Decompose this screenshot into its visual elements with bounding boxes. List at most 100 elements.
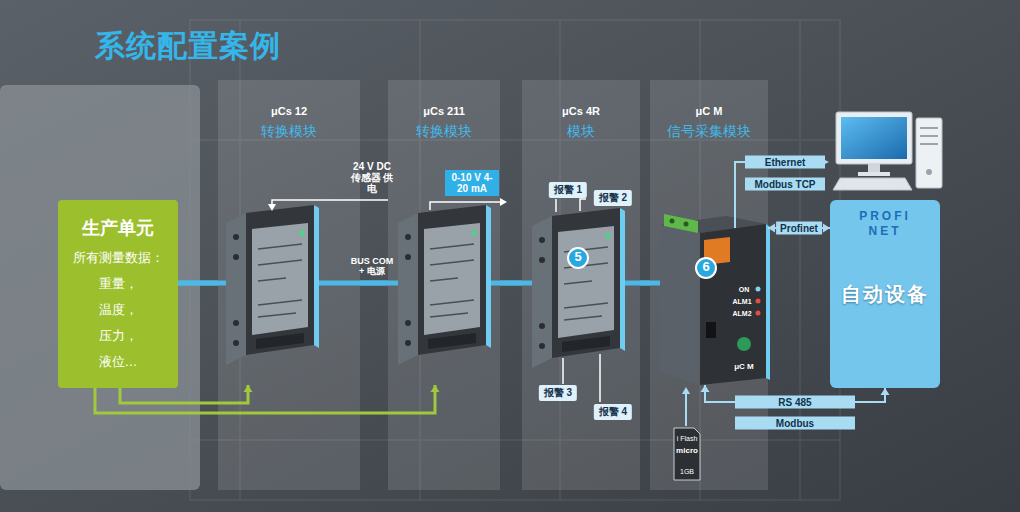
alarm-label: 报警 1 (549, 182, 587, 198)
leader-line (562, 358, 564, 384)
acquisition-device (664, 214, 698, 233)
computer-icon (858, 172, 890, 176)
card-text: micro (676, 446, 698, 455)
connector (95, 385, 440, 413)
column-panel (388, 80, 500, 490)
acquisition-device (756, 287, 761, 292)
acquisition-device (706, 322, 716, 338)
bus-note: BUS COM + 电源 (349, 256, 395, 277)
computer-icon (841, 117, 907, 159)
connector-line (95, 385, 435, 413)
module-title: 转换模块 (416, 122, 472, 140)
sd-card (674, 428, 700, 480)
module-model: μCs 12 (271, 104, 307, 118)
logo-text: NET (869, 224, 902, 238)
arrow-head (682, 387, 690, 394)
computer-icon (836, 112, 912, 164)
alarm-label: 报警 2 (594, 190, 632, 206)
leader-line (272, 200, 388, 205)
module-device (398, 205, 491, 365)
edge-label: RS 485 (735, 396, 855, 409)
module-model: μC M (696, 104, 723, 118)
measurement-item: 温度， (99, 297, 138, 323)
alarm-label: 报警 3 (539, 385, 577, 401)
diagram-title: 系统配置案例 (95, 26, 281, 67)
computer-icon (833, 178, 912, 190)
connector (640, 283, 650, 284)
acquisition-device (670, 219, 675, 224)
module-device (532, 208, 625, 368)
left-panel (0, 85, 200, 490)
connector (360, 283, 388, 284)
connector (500, 283, 522, 284)
connector-line (178, 281, 218, 286)
callout-number: 6 (695, 257, 717, 279)
computer-icon (916, 118, 942, 188)
module-column: μCs 4R 模块 (522, 98, 640, 385)
module-title: 信号采集模块 (667, 122, 751, 140)
led-label: ON (739, 286, 750, 293)
arrow-head (701, 385, 710, 392)
module-model: μCs 4R (562, 104, 600, 118)
device-name: μC M (734, 362, 754, 371)
leader-line (599, 354, 601, 402)
protocol-tag: Ethernet (745, 156, 825, 169)
module-model: μCs 211 (423, 104, 465, 118)
alarm-label: 报警 4 (594, 404, 632, 420)
acquisition-device (756, 299, 761, 304)
computer-icon (833, 112, 942, 190)
supply-note: 24 V DC 传感器 供电 (349, 161, 395, 194)
acquisition-device (766, 224, 770, 380)
led-label: ALM2 (732, 310, 751, 317)
acquisition-device (660, 214, 770, 385)
card-text: 1GB (680, 468, 694, 475)
arrow-head (268, 198, 507, 211)
measurement-item: 所有测量数据： (73, 245, 164, 271)
connector-line (640, 281, 650, 286)
module-column: μC M 信号采集模块 (650, 98, 768, 385)
sd-card (674, 428, 700, 480)
protocol-tag: Modbus (735, 417, 855, 430)
module-column: μCs 12 转换模块 (218, 98, 360, 385)
arrow-head (881, 388, 890, 395)
leader-line (580, 199, 586, 211)
acquisition-device (684, 222, 689, 227)
measurement-item: 压力， (99, 323, 138, 349)
signal-tag: 0-10 V 4-20 mA (445, 170, 499, 196)
leader-line (555, 199, 557, 212)
connector-line (500, 281, 522, 286)
edge-label: Profinet (776, 222, 822, 235)
computer-icon (868, 164, 880, 172)
led-label: ALM1 (732, 298, 751, 305)
signal-line (685, 393, 687, 426)
arrow-head (682, 158, 829, 394)
arrow-head (268, 204, 276, 211)
leader-line (430, 202, 500, 210)
computer-icon (926, 169, 932, 175)
module-title: 转换模块 (261, 122, 317, 140)
arrow-head (823, 224, 830, 233)
box-heading: 生产单元 (82, 216, 154, 240)
protocol-tag: Modbus TCP (745, 178, 825, 191)
acquisition-device (660, 225, 700, 385)
arrow-head (768, 224, 775, 233)
signal-line (686, 162, 822, 426)
leader-line (272, 199, 600, 402)
logo-text: PROFI (859, 209, 911, 223)
arrow-head (431, 385, 440, 392)
acquisition-device (737, 337, 751, 351)
connector-line (360, 281, 388, 286)
module-title: 模块 (567, 122, 595, 140)
signal-line (735, 162, 822, 228)
module-column: μCs 211 转换模块 (388, 98, 500, 385)
acquisition-device (756, 311, 761, 316)
source-box: 生产单元所有测量数据：重量，温度，压力，液位… (58, 200, 178, 388)
measurement-item: 重量， (99, 271, 138, 297)
callout-number: 5 (567, 247, 589, 269)
arrow-head (500, 198, 507, 206)
column-panel (522, 80, 640, 490)
computer-icon (920, 128, 938, 144)
connector (178, 283, 218, 284)
